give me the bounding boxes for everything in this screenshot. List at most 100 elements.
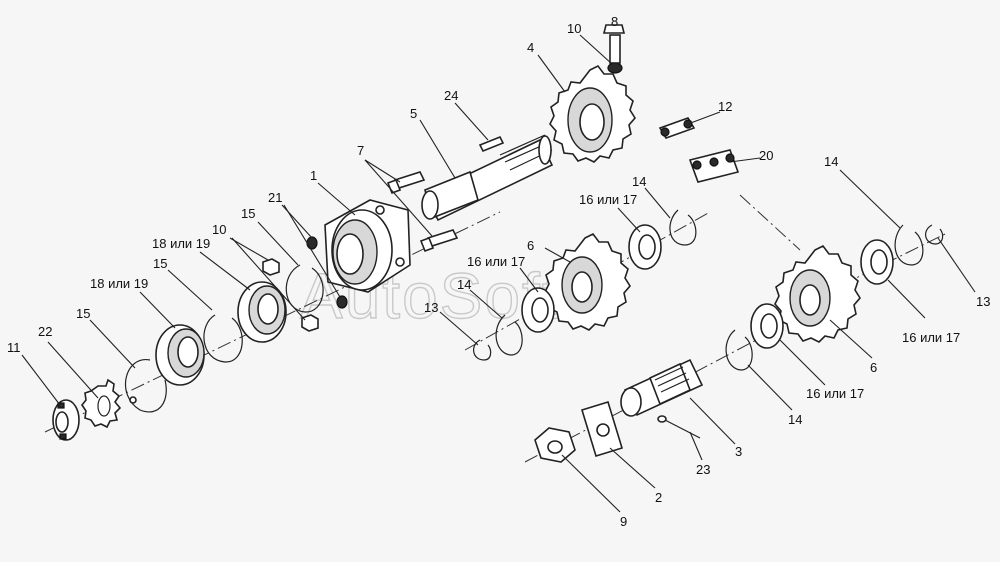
housing-1: [324, 199, 411, 293]
circlip-13-right: [925, 224, 944, 245]
leader-7-a: [364, 159, 401, 183]
bolt-7-upper: [386, 171, 426, 195]
sprocket-6-upper: [544, 232, 631, 331]
callout-20: 20: [759, 148, 773, 163]
leader-15-left: [89, 319, 136, 369]
key-24: [478, 135, 505, 153]
callout-5: 5: [410, 106, 417, 121]
leader-22: [47, 341, 99, 399]
leader-14-lower: [747, 364, 793, 411]
retaining-ring-14-upper: [669, 209, 697, 246]
callout-12: 12: [718, 99, 732, 114]
callout-10-left: 10: [212, 222, 226, 237]
bolt-7-lower: [419, 229, 459, 253]
bolt-8: [602, 24, 626, 64]
shaft-5: [421, 134, 554, 222]
bearing-16-17-right: [860, 239, 894, 285]
retaining-ring-15-left: [124, 359, 167, 413]
callout-24: 24: [444, 88, 458, 103]
callout-16-17-mid: 16 или 17: [467, 254, 525, 269]
retaining-ring-14-right: [894, 224, 924, 266]
callout-2: 2: [655, 490, 662, 505]
leader-12: [687, 111, 721, 125]
leader-11: [21, 354, 61, 406]
callout-15-mid: 15: [153, 256, 167, 271]
callout-9: 9: [620, 514, 627, 529]
leader-10-top: [579, 34, 613, 65]
retaining-ring-15-right: [285, 264, 324, 313]
nut-10-a: [262, 258, 280, 276]
castle-nut-9: [534, 427, 576, 463]
leader-10-a: [229, 237, 269, 261]
leader-21-b: [283, 204, 341, 298]
leader-16-17-upper: [617, 207, 641, 233]
cotter-pin-23: [657, 415, 701, 439]
callout-21: 21: [268, 190, 282, 205]
leader-2: [609, 447, 656, 489]
callout-1: 1: [310, 168, 317, 183]
callout-10-top: 10: [567, 21, 581, 36]
leader-16-17-right: [887, 279, 926, 319]
leader-6-right: [829, 319, 873, 359]
leader-24: [454, 102, 489, 141]
leader-10-b: [231, 237, 306, 321]
leader-3: [689, 397, 736, 445]
leader-14-right: [839, 169, 901, 229]
leader-18-19-mid: [199, 251, 251, 291]
washer-10-top: [607, 62, 623, 74]
callout-18-19-mid: 18 или 19: [152, 236, 210, 251]
callout-6-right: 6: [870, 360, 877, 375]
leader-15-mid: [167, 269, 213, 311]
leader-15-right: [257, 221, 299, 266]
chain-link-12: [658, 117, 696, 139]
leader-13-right: [937, 237, 976, 293]
callout-14-upper: 14: [632, 174, 646, 189]
castle-nut-11: [52, 399, 80, 441]
callout-14-mid: 14: [457, 277, 471, 292]
leader-4: [537, 54, 566, 93]
callout-8: 8: [611, 14, 618, 29]
bearing-16-17-lower: [750, 303, 784, 349]
callout-16-17-right: 16 или 17: [902, 330, 960, 345]
leader-7-b: [364, 159, 433, 237]
leader-6-upper: [544, 247, 571, 263]
retaining-ring-15-mid: [203, 314, 243, 363]
callout-3: 3: [735, 444, 742, 459]
leader-16-17-mid: [519, 267, 539, 293]
leader-14-mid: [469, 289, 503, 319]
circlip-13-left: [473, 339, 492, 361]
callout-13-right: 13: [976, 294, 990, 309]
washer-21-a: [306, 236, 318, 250]
callout-23: 23: [696, 462, 710, 477]
callout-6-upper: 6: [527, 238, 534, 253]
axle-3: [620, 358, 704, 417]
callout-11: 11: [7, 340, 21, 355]
bearing-18-19-left: [155, 324, 205, 386]
leader-5: [419, 119, 456, 179]
sprocket-6-right: [774, 244, 861, 343]
washer-21-b: [336, 295, 348, 309]
callout-15-left: 15: [76, 306, 90, 321]
bearing-16-17-upper: [628, 224, 662, 270]
callout-16-17-lower: 16 или 17: [806, 386, 864, 401]
leader-13-left: [439, 311, 479, 346]
axis-chain: [739, 194, 801, 251]
callout-14-lower: 14: [788, 412, 802, 427]
axis-upper-sprocket: [464, 211, 711, 351]
bearing-18-19-mid: [237, 281, 287, 343]
nut-10-b: [301, 314, 319, 332]
sprocket-4: [549, 64, 636, 163]
leader-18-19-left: [139, 291, 176, 329]
leader-23: [689, 431, 703, 461]
callout-15-right: 15: [241, 206, 255, 221]
bearing-16-17-mid: [521, 287, 555, 333]
leader-16-17-lower: [779, 339, 826, 386]
chain-20: [688, 149, 740, 183]
plate-2: [581, 400, 623, 458]
callout-18-19-left: 18 или 19: [90, 276, 148, 291]
leader-9: [561, 454, 621, 513]
leader-1: [317, 182, 356, 216]
leader-20: [729, 157, 761, 163]
